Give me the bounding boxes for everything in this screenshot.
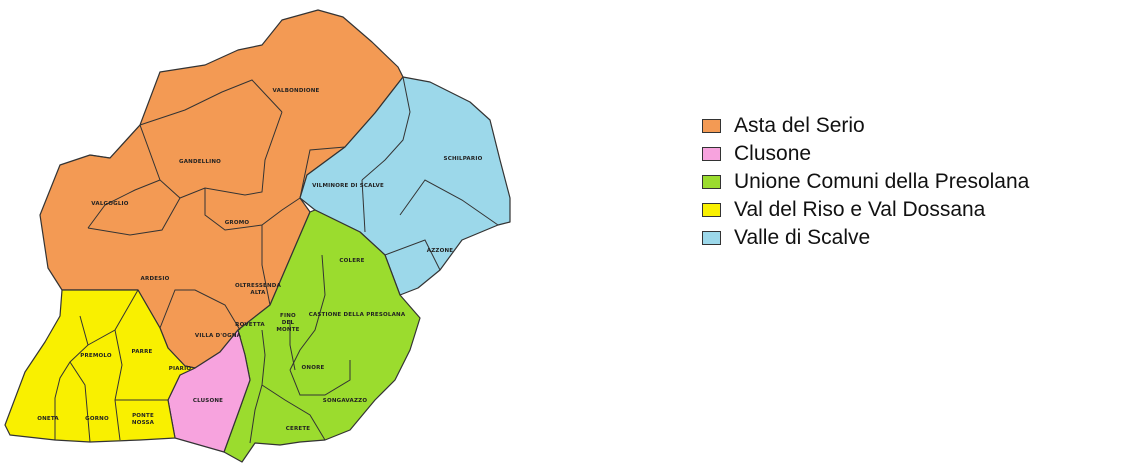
label-ponte-nossa-line2: NOSSA <box>132 420 155 426</box>
legend-item-val-del-riso: Val del Riso e Val Dossana <box>702 196 1029 224</box>
label-parre: PARRE <box>131 349 152 355</box>
label-fino-line2: DEL <box>282 320 295 326</box>
label-oltressenda-line1: OLTRESSENDA <box>235 283 282 289</box>
label-villa-dogna: VILLA D'OGNA <box>195 333 242 339</box>
municipal-borders <box>54 76 499 444</box>
label-castione: CASTIONE DELLA PRESOLANA <box>309 312 406 318</box>
label-azzone: AZZONE <box>427 248 454 254</box>
map-legend: Asta del Serio Clusone Unione Comuni del… <box>702 112 1029 252</box>
legend-swatch-asta-del-serio <box>702 119 721 133</box>
label-valbondione: VALBONDIONE <box>273 88 320 94</box>
label-premolo: PREMOLO <box>80 353 112 359</box>
legend-swatch-presolana <box>702 175 721 189</box>
label-onore: ONORE <box>302 365 325 371</box>
label-gandellino: GANDELLINO <box>179 159 221 165</box>
label-ponte-nossa-line1: PONTE <box>132 413 154 419</box>
label-fino-line3: MONTE <box>276 327 299 333</box>
legend-item-presolana: Unione Comuni della Presolana <box>702 168 1029 196</box>
legend-label-val-del-riso: Val del Riso e Val Dossana <box>734 198 986 221</box>
legend-label-presolana: Unione Comuni della Presolana <box>734 170 1030 193</box>
label-rovetta: ROVETTA <box>235 322 265 328</box>
legend-item-valle-di-scalve: Valle di Scalve <box>702 224 1029 252</box>
label-schilpario: SCHILPARIO <box>444 156 483 162</box>
label-ardesio: ARDESIO <box>141 276 170 282</box>
label-clusone: CLUSONE <box>193 398 223 404</box>
label-oneta: ONETA <box>37 416 59 422</box>
legend-label-asta-del-serio: Asta del Serio <box>734 114 865 137</box>
legend-item-clusone: Clusone <box>702 140 1029 168</box>
label-songavazzo: SONGAVAZZO <box>323 398 368 404</box>
label-piario: PIARIO <box>169 366 192 372</box>
label-oltressenda-line2: ALTA <box>250 290 266 296</box>
legend-label-valle-di-scalve: Valle di Scalve <box>734 226 871 249</box>
label-gromo: GROMO <box>225 220 250 226</box>
legend-swatch-val-del-riso <box>702 203 721 217</box>
legend-item-asta-del-serio: Asta del Serio <box>702 112 1029 140</box>
label-vilminore: VILMINORE DI SCALVE <box>312 183 384 189</box>
label-cerete: CERETE <box>286 426 311 432</box>
label-fino-line1: FINO <box>280 313 296 319</box>
label-colere: COLERE <box>339 258 364 264</box>
label-gorno: GORNO <box>85 416 109 422</box>
legend-swatch-clusone <box>702 147 721 161</box>
label-valgoglio: VALGOGLIO <box>91 201 128 207</box>
district-map: VALBONDIONE GANDELLINO VALGOGLIO GROMO A… <box>4 9 511 463</box>
legend-label-clusone: Clusone <box>734 142 812 165</box>
region-val-del-riso <box>4 289 196 443</box>
region-valle-di-scalve <box>299 76 511 296</box>
legend-swatch-valle-di-scalve <box>702 231 721 245</box>
